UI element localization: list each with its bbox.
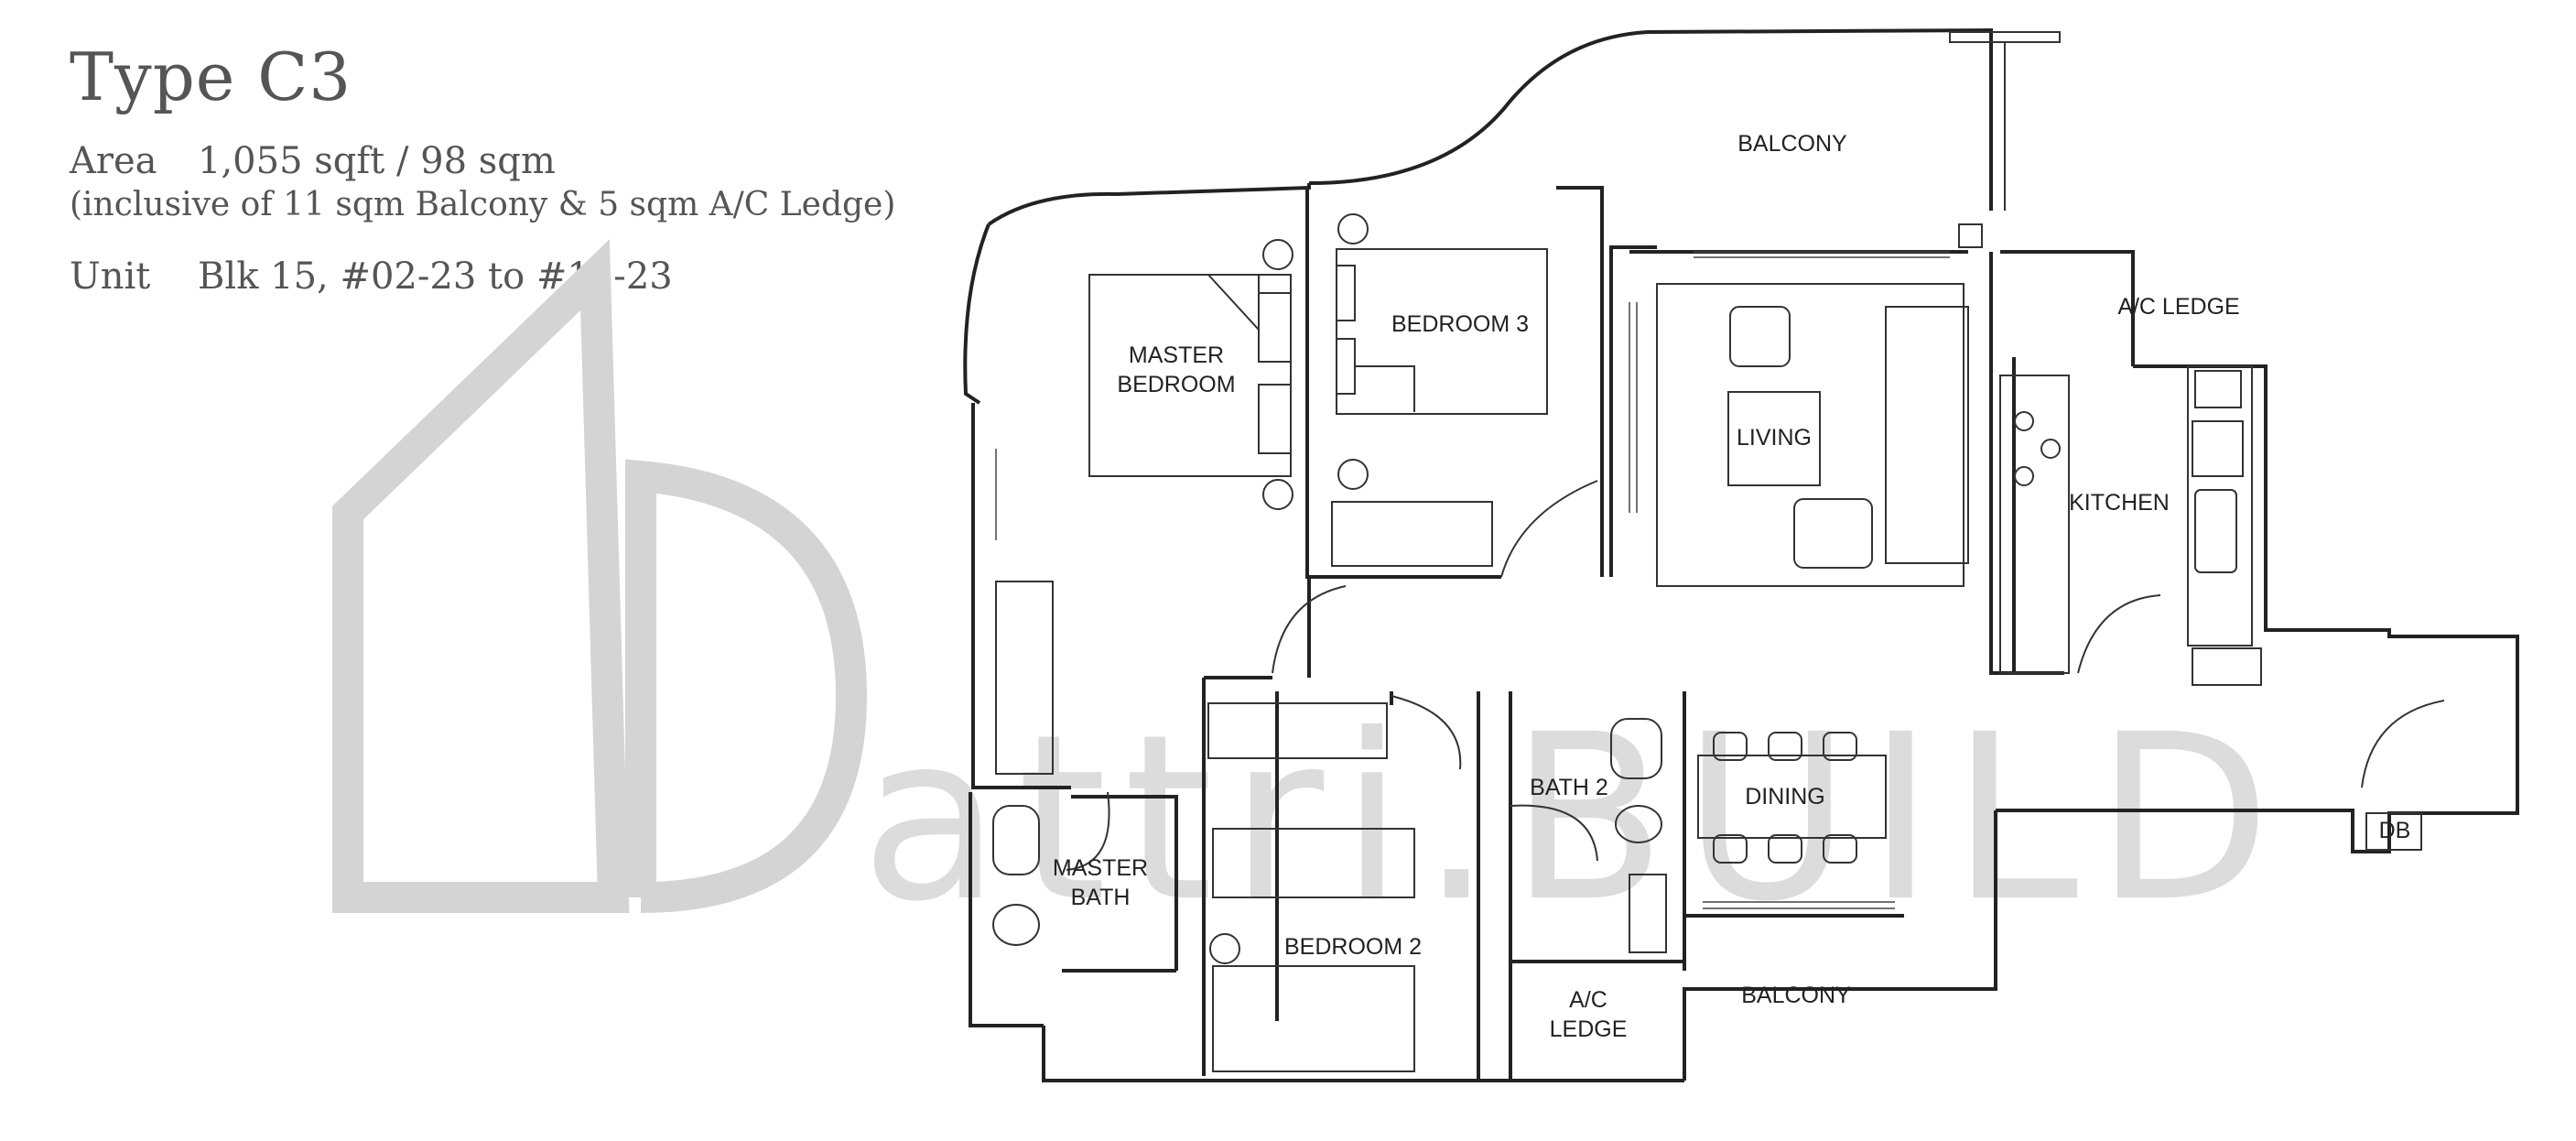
watermark-logo: attri.BUILD [332, 239, 2288, 951]
master-bath-toilet-icon [992, 904, 1040, 946]
bedroom2-furniture [1207, 702, 1415, 1072]
door-bath2 [1510, 804, 1598, 862]
lamp-icon [1262, 239, 1293, 270]
coffee-table [1727, 391, 1821, 486]
kitchen-counter-left [1999, 375, 2070, 674]
bedroom3-wardrobe [1331, 501, 1493, 567]
shower-icon [1629, 874, 1667, 953]
bedroom2-bed-part [1212, 828, 1415, 898]
watermark-text: attri.BUILD [860, 685, 2288, 951]
bath-fixtures [992, 718, 1667, 953]
stove-burner-icon [2014, 466, 2034, 486]
area-value: 1,055 sqft / 98 sqm [198, 140, 556, 182]
lamp-icon [1209, 933, 1240, 964]
appliance-icon [2194, 370, 2242, 408]
door-master-bedroom [1272, 585, 1347, 674]
label-ac-ledge-top: A/C LEDGE [2117, 294, 2239, 320]
label-kitchen: KITCHEN [2069, 490, 2170, 516]
chair-icon [1713, 834, 1748, 864]
area-label: Area [70, 140, 157, 182]
label-bedroom2: BEDROOM 2 [1284, 934, 1422, 960]
chair-icon [1768, 834, 1802, 864]
armchair [1793, 498, 1873, 569]
master-wardrobe [995, 581, 1054, 775]
sliding-windows [995, 251, 1950, 909]
unit-label: Unit [70, 255, 151, 298]
bedroom3-furniture [1331, 213, 1548, 567]
unit-type-title: Type C3 [70, 38, 352, 115]
doors [1066, 480, 2445, 871]
stove-burner-icon [2040, 439, 2061, 459]
armchair [1729, 306, 1791, 367]
area-note: (inclusive of 11 sqm Balcony & 5 sqm A/C… [70, 186, 896, 223]
chair-icon [1713, 732, 1748, 761]
label-balcony-top: BALCONY [1737, 131, 1847, 157]
label-master-bath-line2: BATH [1071, 885, 1131, 910]
label-living: LIVING [1737, 425, 1812, 451]
watermark-d-shape [625, 459, 868, 913]
label-db: DB [2379, 818, 2411, 843]
label-bath2: BATH 2 [1530, 775, 1608, 800]
door-bedroom3 [1500, 480, 1598, 578]
master-bath-basin-icon [992, 805, 1040, 875]
service-box-icon [1958, 223, 1983, 248]
label-bedroom3: BEDROOM 3 [1391, 311, 1529, 337]
watermark-house-shape [332, 239, 630, 913]
bedroom2-wardrobe [1207, 702, 1388, 759]
door-master-bath [1066, 791, 1110, 871]
bedroom3-bed [1336, 248, 1548, 415]
master-bed [1088, 274, 1292, 477]
kitchen-fixtures [1999, 365, 2262, 686]
label-balcony-bottom: BALCONY [1741, 983, 1851, 1008]
kitchen-counter-right [2187, 365, 2253, 647]
lamp-icon [1262, 479, 1293, 510]
sink-icon [2194, 489, 2237, 573]
door-bedroom2 [1391, 695, 1462, 770]
label-master-bedroom-line2: BEDROOM [1117, 372, 1235, 397]
door-kitchen [2077, 594, 2161, 674]
stove-burner-icon [2014, 411, 2034, 431]
chair-icon [1823, 834, 1857, 864]
bath2-toilet-icon [1615, 805, 1662, 843]
label-ac-ledge-bottom-line1: A/C [1569, 987, 1607, 1013]
label-master-bedroom-line1: MASTER [1129, 342, 1224, 368]
living-rug [1656, 283, 1964, 587]
fridge-icon [2192, 420, 2244, 477]
dining-table [1697, 755, 1887, 839]
label-master-bath-line1: MASTER [1053, 855, 1148, 881]
sofa [1885, 306, 1969, 564]
living-furniture [1656, 283, 1969, 587]
chair-icon [1768, 732, 1802, 761]
chair-icon [1823, 732, 1857, 761]
lamp-icon [1337, 213, 1369, 244]
area-line: Area 1,055 sqft / 98 sqm [70, 137, 895, 185]
room-labels: BALCONY A/C LEDGE MASTER BEDROOM BEDROOM… [1053, 131, 2410, 1042]
label-dining: DINING [1745, 784, 1825, 810]
lamp-icon [1337, 459, 1369, 490]
label-ac-ledge-bottom-line2: LEDGE [1550, 1016, 1628, 1042]
master-bedroom-furniture [995, 239, 1293, 775]
db-box [2365, 812, 2422, 851]
door-main-entrance [2361, 700, 2445, 788]
dining-furniture [1697, 732, 1887, 864]
outer-walls [963, 27, 2519, 1082]
bedroom2-bed [1212, 965, 1415, 1072]
washer-icon [2192, 647, 2262, 686]
bath2-basin-icon [1610, 718, 1662, 779]
